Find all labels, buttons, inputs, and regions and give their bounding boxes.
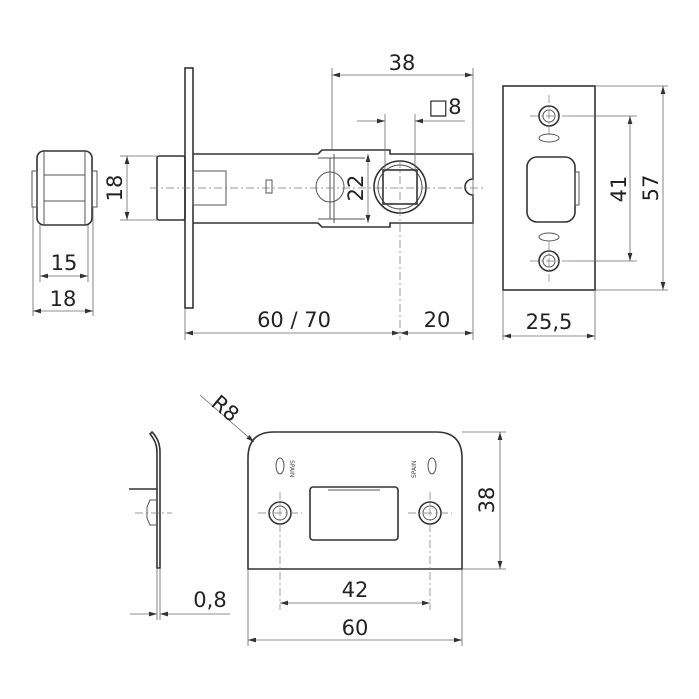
dim-corner-radius: R8 — [207, 390, 244, 426]
dim-strike-hole-spacing: 42 — [342, 578, 369, 602]
dim-strike-height: 38 — [475, 487, 499, 514]
faceplate-front-view: 41 57 25,5 — [502, 85, 668, 340]
strike-side-view: 0,8 — [129, 430, 230, 620]
dim-faceplate-height: 57 — [639, 175, 663, 202]
dim-end-outer-width: 18 — [50, 287, 77, 311]
strike-front-view: SPAIN SPAIN R8 38 42 60 — [199, 390, 506, 646]
dim-follower-offset: 20 — [424, 308, 451, 332]
latch-end-view: 15 18 — [31, 150, 98, 316]
dim-faceplate-width: 25,5 — [526, 310, 573, 334]
dim-square-spindle: □8 — [428, 95, 461, 119]
dim-backset: 60 / 70 — [257, 308, 331, 332]
dim-case-height: 22 — [344, 175, 368, 202]
strike-marking-left: SPAIN — [288, 460, 295, 477]
dim-strike-thickness: 0,8 — [193, 588, 226, 612]
dim-case-to-follower: 38 — [389, 51, 416, 75]
latch-side-view: 18 38 □8 22 60 / 70 20 — [103, 51, 485, 340]
strike-marking-right: SPAIN — [411, 461, 418, 478]
dim-faceplate-hole-spacing: 41 — [607, 176, 631, 203]
dim-strike-width: 60 — [342, 616, 369, 640]
dim-end-inner-width: 15 — [51, 251, 78, 275]
dim-bolt-height: 18 — [103, 175, 127, 202]
